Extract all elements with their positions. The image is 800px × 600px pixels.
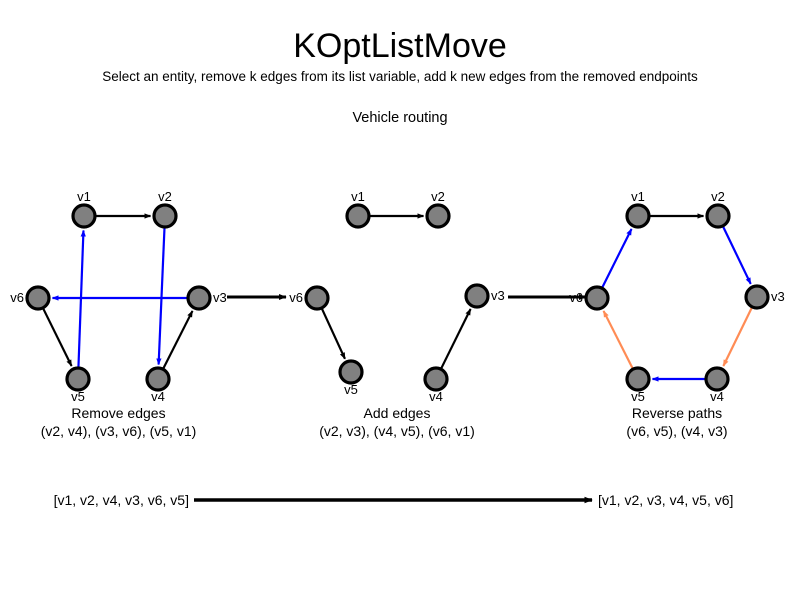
node-label: v1 xyxy=(351,189,365,204)
node-add-v5[interactable]: v5 xyxy=(338,359,364,397)
node-label: v6 xyxy=(289,290,303,305)
node-circle xyxy=(25,285,51,311)
nodes-layer: v1v2v3v4v5v6v1v2v3v4v5v6v1v2v3v4v5v6 xyxy=(10,189,784,404)
node-label: v5 xyxy=(71,389,85,404)
result-before-list: [v1, v2, v4, v3, v6, v5] xyxy=(54,492,189,508)
node-circle xyxy=(304,285,330,311)
section-label: Vehicle routing xyxy=(352,110,448,126)
node-remove-v1[interactable]: v1 xyxy=(71,189,97,229)
node-circle xyxy=(423,366,449,392)
caption-detail-add: (v2, v3), (v4, v5), (v6, v1) xyxy=(319,423,475,439)
node-circle xyxy=(145,366,171,392)
node-circle xyxy=(71,203,97,229)
node-label: v6 xyxy=(10,290,24,305)
node-label: v5 xyxy=(631,389,645,404)
node-label: v5 xyxy=(344,382,358,397)
node-remove-v2[interactable]: v2 xyxy=(152,189,178,229)
node-add-v3[interactable]: v3 xyxy=(464,283,505,309)
node-circle xyxy=(625,203,651,229)
node-label: v3 xyxy=(213,290,227,305)
node-remove-v5[interactable]: v5 xyxy=(65,366,91,404)
node-label: v1 xyxy=(631,189,645,204)
caption-title-add: Add edges xyxy=(364,405,431,421)
caption-title-reverse: Reverse paths xyxy=(632,405,722,421)
node-add-v4[interactable]: v4 xyxy=(423,366,449,404)
edge-remove-v5-v1 xyxy=(77,229,86,368)
node-circle xyxy=(464,283,490,309)
captions-layer: Remove edges (v2, v4), (v3, v6), (v5, v1)… xyxy=(41,405,728,439)
result-after-list: [v1, v2, v3, v4, v5, v6] xyxy=(598,492,733,508)
edges-layer xyxy=(42,213,753,382)
node-reverse-v3[interactable]: v3 xyxy=(744,284,785,310)
node-reverse-v4[interactable]: v4 xyxy=(704,366,730,404)
node-add-v1[interactable]: v1 xyxy=(345,189,371,229)
node-label: v4 xyxy=(710,389,724,404)
edge-reverse-v5-v6 xyxy=(602,310,634,370)
node-label: v4 xyxy=(429,389,443,404)
node-label: v2 xyxy=(158,189,172,204)
page-subtitle: Select an entity, remove k edges from it… xyxy=(102,69,698,84)
edge-add-v6-v5 xyxy=(320,307,346,360)
node-circle xyxy=(744,284,770,310)
caption-detail-reverse: (v6, v5), (v4, v3) xyxy=(626,423,727,439)
edge-remove-v4-v3 xyxy=(162,310,194,370)
edge-remove-v6-v5 xyxy=(42,307,73,367)
node-circle xyxy=(625,366,651,392)
node-add-v6[interactable]: v6 xyxy=(289,285,330,311)
node-reverse-v5[interactable]: v5 xyxy=(625,366,651,404)
node-circle xyxy=(152,203,178,229)
node-label: v4 xyxy=(151,389,165,404)
node-label: v3 xyxy=(491,288,505,303)
node-circle xyxy=(705,203,731,229)
page-title: KOptListMove xyxy=(293,27,507,65)
caption-title-remove: Remove edges xyxy=(71,405,165,421)
node-label: v2 xyxy=(711,189,725,204)
node-circle xyxy=(704,366,730,392)
node-remove-v3[interactable]: v3 xyxy=(186,285,227,311)
edge-reverse-v2-v3 xyxy=(721,225,752,285)
caption-detail-remove: (v2, v4), (v3, v6), (v5, v1) xyxy=(41,423,197,439)
edge-remove-v2-v4 xyxy=(156,227,166,366)
node-circle xyxy=(425,203,451,229)
node-reverse-v2[interactable]: v2 xyxy=(705,189,731,229)
node-remove-v4[interactable]: v4 xyxy=(145,366,171,404)
node-circle xyxy=(584,285,610,311)
result-layer: [v1, v2, v4, v3, v6, v5] [v1, v2, v3, v4,… xyxy=(54,492,734,508)
node-circle xyxy=(338,359,364,385)
node-label: v1 xyxy=(77,189,91,204)
node-label: v2 xyxy=(431,189,445,204)
edge-add-v4-v3 xyxy=(440,308,472,370)
node-label: v3 xyxy=(771,289,785,304)
edge-reverse-v6-v1 xyxy=(601,228,633,289)
edge-reverse-v3-v4 xyxy=(722,306,753,367)
node-circle xyxy=(186,285,212,311)
node-circle xyxy=(65,366,91,392)
node-reverse-v1[interactable]: v1 xyxy=(625,189,651,229)
node-circle xyxy=(345,203,371,229)
node-add-v2[interactable]: v2 xyxy=(425,189,451,229)
node-remove-v6[interactable]: v6 xyxy=(10,285,51,311)
